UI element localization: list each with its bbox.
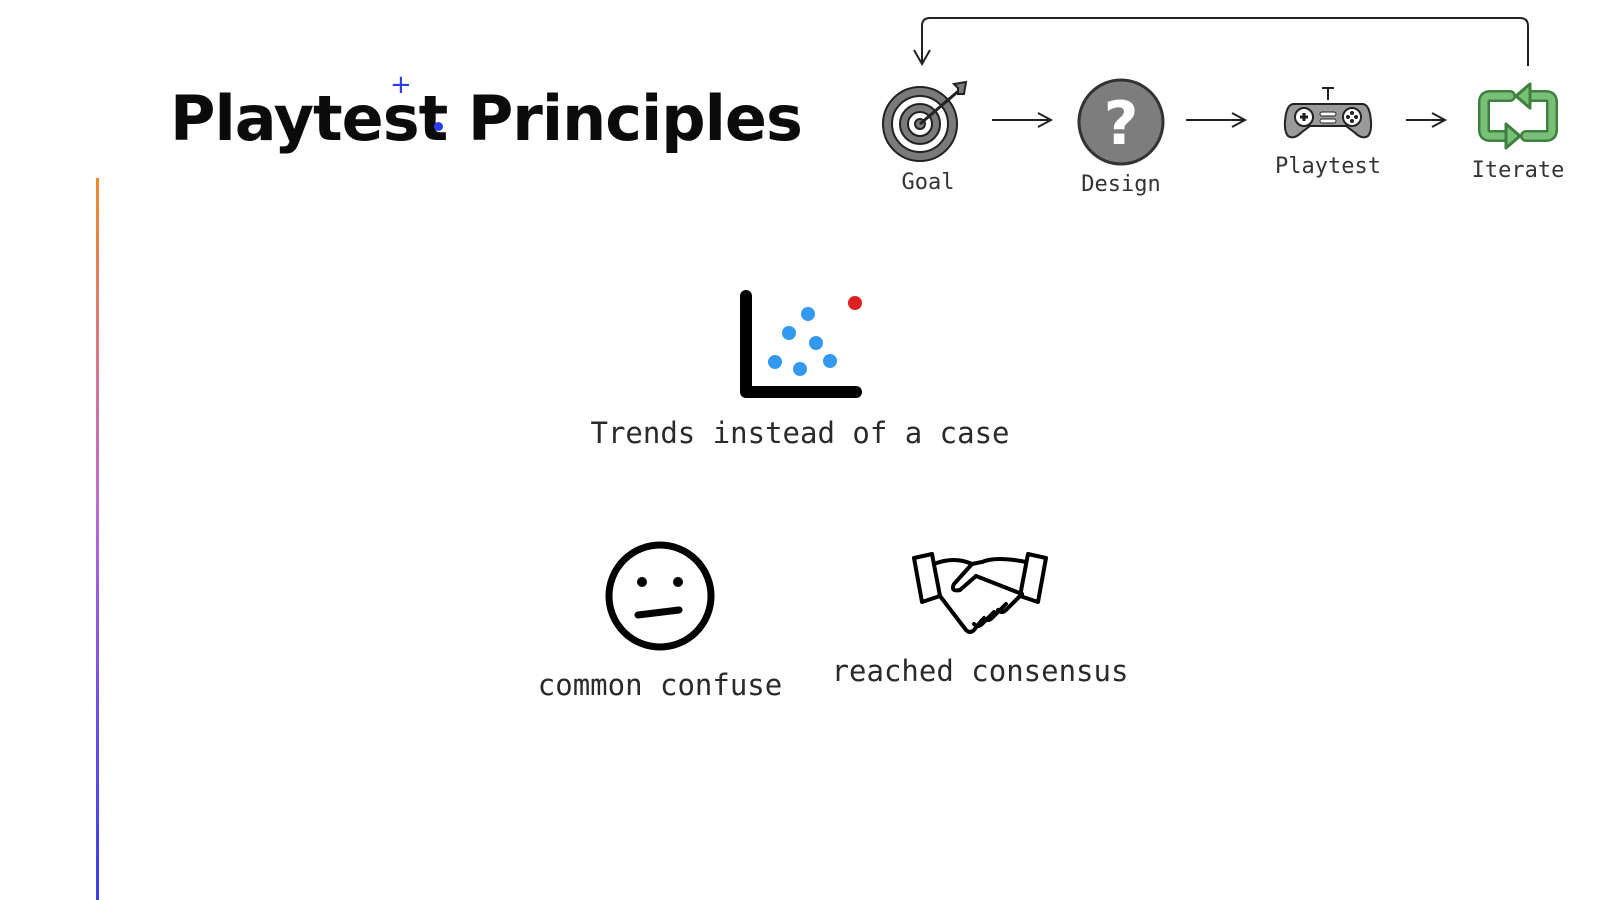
handshake-icon	[912, 552, 1048, 634]
cursor-crosshair-icon: +	[390, 70, 412, 100]
flow-step-design: ? Design	[1066, 78, 1176, 197]
principle-confuse: common confuse	[520, 538, 800, 702]
flow-step-playtest: Playtest	[1268, 84, 1388, 179]
flow-step-iterate: Iterate	[1458, 82, 1578, 183]
principle-confuse-label: common confuse	[537, 668, 783, 702]
accent-divider-line	[96, 178, 99, 900]
principle-trends-label: Trends instead of a case	[590, 416, 1010, 450]
flow-step-iterate-label: Iterate	[1471, 158, 1565, 183]
target-icon	[882, 80, 968, 162]
page-title: Playtest Principles	[170, 82, 803, 155]
flow-arrow-icon	[1186, 112, 1248, 128]
flow-arrow-icon	[1406, 112, 1448, 128]
principle-consensus: reached consensus	[820, 548, 1140, 688]
flow-step-playtest-label: Playtest	[1275, 154, 1381, 179]
svg-text:?: ?	[1104, 89, 1139, 159]
refresh-icon	[1478, 82, 1558, 150]
flow-arrow-icon	[992, 112, 1054, 128]
principle-trends: Trends instead of a case	[560, 288, 1040, 450]
neutral-face-icon	[605, 541, 715, 651]
gamepad-icon	[1283, 87, 1373, 139]
scatter-plot-icon	[740, 290, 862, 398]
flow-step-design-label: Design	[1081, 172, 1161, 197]
principle-consensus-label: reached consensus	[831, 654, 1129, 688]
question-icon: ?	[1077, 78, 1165, 166]
flow-step-goal: Goal	[878, 80, 978, 195]
flow-step-goal-label: Goal	[901, 170, 955, 195]
cursor-dot-icon	[434, 122, 443, 131]
